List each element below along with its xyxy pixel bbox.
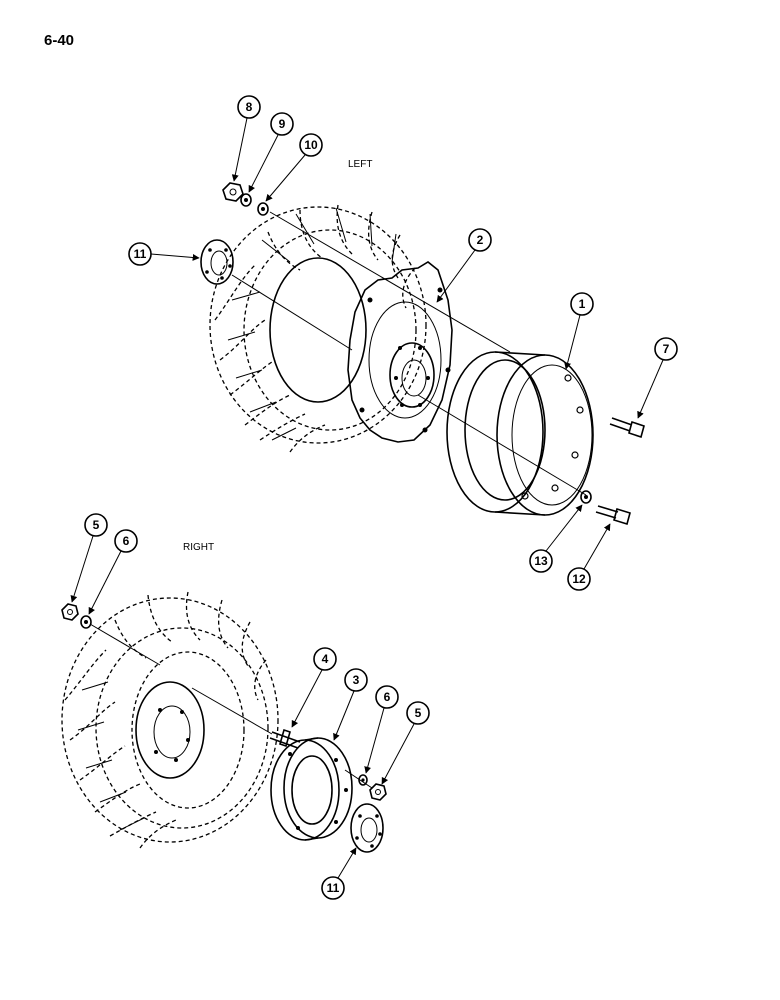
callout-5-left: 5: [93, 518, 100, 532]
washer-13: [580, 490, 592, 504]
right-washer-6: [358, 774, 368, 786]
left-side-washer-6: [80, 615, 92, 629]
left-rim: [446, 351, 594, 516]
callout-3: 3: [353, 673, 360, 687]
callout-10: 10: [304, 138, 318, 152]
callout-6-left: 6: [123, 534, 130, 548]
callout-9: 9: [279, 117, 286, 131]
stud-4: [269, 728, 301, 749]
left-nut-8: [222, 182, 244, 202]
page-number: 6-40: [44, 32, 75, 49]
callout-12: 12: [572, 572, 586, 586]
hub-ring-3: [270, 737, 353, 841]
left-side-nut-5: [61, 603, 79, 621]
callout-4: 4: [322, 652, 329, 666]
right-section-label: RIGHT: [183, 542, 214, 553]
left-washer-10: [257, 202, 269, 216]
right-tire: [61, 591, 279, 849]
bolt-7: [609, 417, 645, 439]
left-spacer-ring-11: [200, 239, 234, 285]
left-wheel-disc: [347, 261, 453, 443]
callout-6-right: 6: [384, 690, 391, 704]
left-tire: [209, 204, 427, 453]
callout-2: 2: [477, 233, 484, 247]
callout-11-left: 11: [134, 247, 147, 261]
callout-11-right: 11: [327, 881, 340, 895]
callout-5-right: 5: [415, 706, 422, 720]
callout-1: 1: [579, 297, 586, 311]
callout-7: 7: [663, 342, 670, 356]
left-lock-washer-9: [240, 193, 252, 207]
left-section-label: LEFT: [348, 159, 372, 170]
bolt-12: [595, 505, 631, 526]
right-nut-5: [369, 783, 387, 801]
right-spacer-ring-11: [350, 803, 384, 853]
callout-13: 13: [534, 554, 548, 568]
right-wheel-hub: [135, 681, 205, 779]
callout-8: 8: [246, 100, 253, 114]
